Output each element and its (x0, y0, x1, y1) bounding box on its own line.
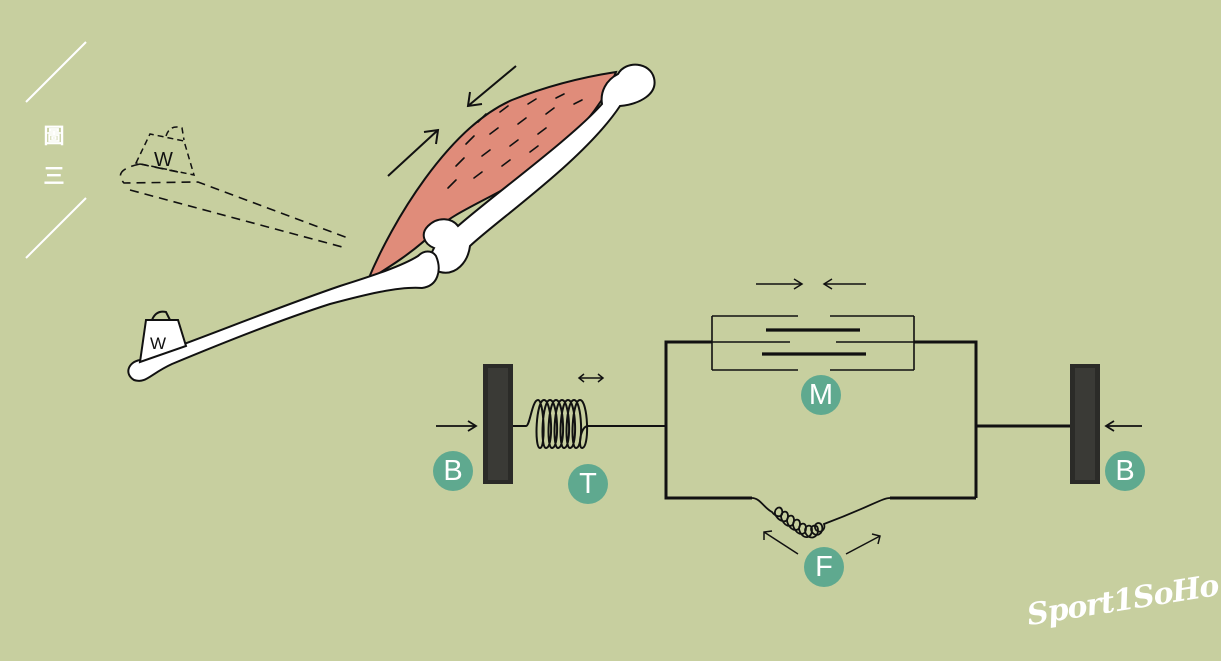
badge-tendon: T (568, 464, 608, 504)
figure-label-line1: 圖 (43, 124, 65, 148)
contractile-element (711, 315, 915, 371)
arrow-down-left-icon (466, 65, 517, 108)
muscle-striations (447, 93, 583, 189)
forearm-bone (127, 250, 440, 382)
badge-contractile: M (801, 375, 841, 415)
stretch-arrows-icon (763, 530, 881, 555)
parallel-frame (664, 340, 1070, 500)
weight-label: W (150, 334, 166, 353)
ghost-forearm (119, 163, 349, 249)
contraction-arrows-icon (756, 278, 866, 290)
label-line-top (25, 41, 87, 103)
right-force-arrow-icon (1104, 420, 1142, 432)
figure-label-line2: 三 (43, 164, 65, 188)
tendon-spring (513, 398, 666, 450)
weight (138, 310, 188, 364)
left-force-arrow-icon (436, 420, 478, 432)
parallel-spring (751, 497, 891, 539)
arrow-up-right-icon (387, 128, 440, 177)
badge-left-wall: B (433, 451, 473, 491)
muscle (365, 70, 618, 283)
label-line-bottom (25, 197, 87, 259)
double-arrow-icon (577, 373, 605, 383)
ghost-weight-label: W (154, 149, 173, 171)
ghost-weight (134, 126, 196, 176)
badge-parallel: F (804, 547, 844, 587)
filaments (762, 328, 866, 356)
badge-right-wall: B (1105, 451, 1145, 491)
